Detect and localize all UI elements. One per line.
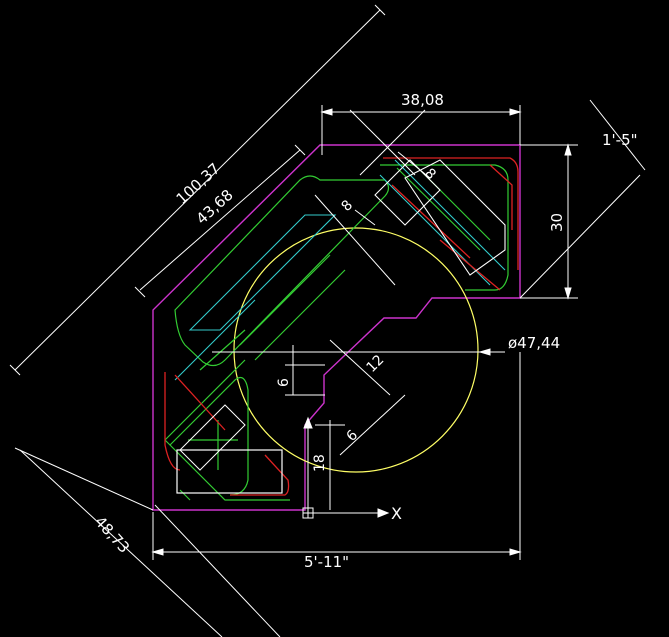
dim-bottom-left-diag: 48,73	[91, 513, 133, 557]
dim-bottom-height: 18	[312, 454, 328, 472]
notch-block	[374, 159, 441, 226]
dim-slot-b: 6	[344, 427, 362, 445]
dimension-lines	[9, 4, 646, 637]
dim-circle-diameter: ø47,44	[508, 334, 560, 352]
inner-block	[404, 159, 506, 276]
dim-right-height: 30	[548, 213, 566, 232]
dim-bottom-width: 5'-11"	[304, 553, 349, 571]
dim-angled-2: 8	[339, 197, 357, 215]
dim-slot-a: 6	[276, 378, 292, 387]
stock-rect	[176, 449, 283, 494]
angled-slot	[179, 404, 246, 471]
dim-right-diag: 1'-5"	[602, 131, 638, 149]
cyan-guides	[174, 159, 506, 381]
x-axis-label: X	[391, 504, 402, 523]
ucs-icon	[302, 416, 390, 519]
dim-notch-depth: 12	[364, 352, 388, 376]
dim-top-width: 38,08	[401, 91, 444, 109]
red-accents	[164, 157, 519, 496]
